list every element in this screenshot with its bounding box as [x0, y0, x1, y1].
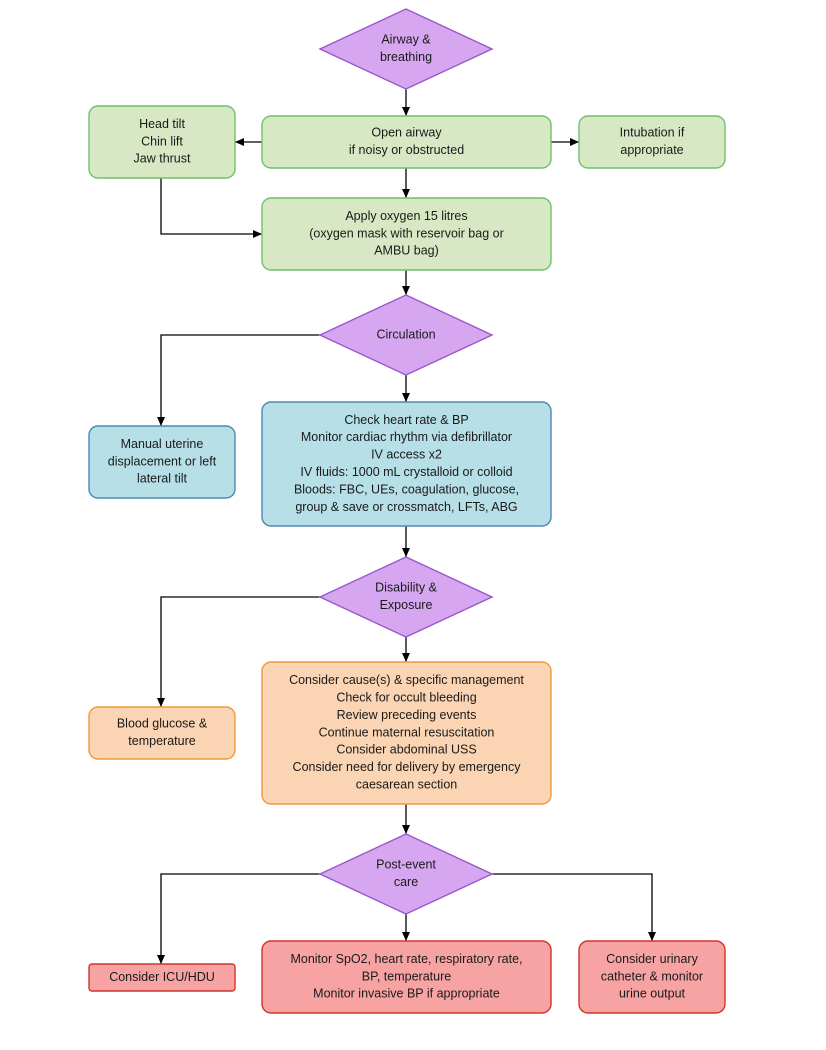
box-manual-uterine-shape: [88, 425, 236, 499]
box-monitor-spo2-text-line: BP, temperature: [362, 969, 451, 983]
arrow-disability-to-blood-glucose: [157, 596, 320, 707]
decision-disability-exposure-text-line: Disability &: [375, 581, 437, 595]
decision-post-event-care-text-line: care: [394, 875, 418, 889]
box-open-airway: Open airway if noisy or obstructed: [261, 115, 552, 169]
decision-disability-exposure-text-line: Exposure: [380, 598, 433, 612]
box-intubation-shape: [578, 115, 726, 169]
decision-airway-breathing: Airway & breathing: [318, 8, 494, 90]
decision-disability-exposure: Disability & Exposure: [318, 556, 494, 638]
box-head-tilt-text-line: Chin lift: [141, 134, 183, 148]
box-apply-oxygen-text-line: AMBU bag): [374, 244, 439, 258]
box-check-heart-rate-text-line: IV fluids: 1000 mL crystalloid or colloi…: [300, 465, 512, 479]
box-check-heart-rate-shape: [261, 401, 552, 527]
box-apply-oxygen-text-line: (oxygen mask with reservoir bag or: [309, 226, 504, 240]
box-consider-cause-text-line: Continue maternal resuscitation: [319, 725, 495, 739]
box-open-airway-shape: [261, 115, 552, 169]
box-check-heart-rate-text-line: group & save or crossmatch, LFTs, ABG: [295, 500, 517, 514]
decision-circulation: Circulation: [318, 294, 494, 376]
decision-post-event-care-text-line: Post-event: [376, 858, 436, 872]
box-manual-uterine-text-line: lateral tilt: [137, 472, 188, 486]
box-urinary-catheter-text-line: urine output: [619, 987, 686, 1001]
box-consider-icu-text-line: Consider ICU/HDU: [109, 970, 215, 984]
decision-post-event-care-shape: [318, 833, 494, 915]
box-open-airway-text-line: if noisy or obstructed: [349, 143, 464, 157]
box-monitor-spo2: Monitor SpO2, heart rate, respiratory ra…: [261, 940, 552, 1014]
box-consider-cause-text-line: Consider cause(s) & specific management: [289, 673, 524, 687]
box-head-tilt-text-line: Head tilt: [139, 117, 185, 131]
box-head-tilt-text-line: Jaw thrust: [134, 152, 191, 166]
box-intubation: Intubation if appropriate: [578, 115, 726, 169]
box-monitor-spo2-text-line: Monitor SpO2, heart rate, respiratory ra…: [290, 952, 522, 966]
box-intubation-text-line: Intubation if: [620, 126, 685, 140]
box-blood-glucose-text-line: Blood glucose &: [117, 717, 208, 731]
box-blood-glucose: Blood glucose & temperature: [88, 706, 236, 760]
arrow-head-tilt-to-oxygen: [160, 178, 262, 238]
box-urinary-catheter-shape: [578, 940, 726, 1014]
box-urinary-catheter-text-line: Consider urinary: [606, 952, 698, 966]
decision-post-event-care: Post-event care: [318, 833, 494, 915]
box-consider-cause-text-line: caesarean section: [356, 777, 458, 791]
decision-circulation-shape: [318, 294, 494, 376]
box-check-heart-rate-text-line: Check heart rate & BP: [344, 413, 468, 427]
box-check-heart-rate: Check heart rate & BP Monitor cardiac rhy…: [261, 401, 552, 527]
decision-disability-exposure-shape: [318, 556, 494, 638]
arrow-circulation-to-manual-uterine: [157, 334, 320, 426]
box-intubation-text-line: appropriate: [620, 143, 683, 157]
decision-airway-breathing-text-line: breathing: [380, 50, 432, 64]
box-consider-cause: Consider cause(s) & specific managementC…: [261, 661, 552, 805]
box-head-tilt-shape: [88, 105, 236, 179]
arrow-post-event-to-icu: [157, 873, 320, 964]
box-apply-oxygen-text-line: Apply oxygen 15 litres: [345, 209, 467, 223]
decision-airway-breathing-shape: [318, 8, 494, 90]
box-check-heart-rate-text-line: Bloods: FBC, UEs, coagulation, glucose,: [294, 482, 519, 496]
box-apply-oxygen-shape: [261, 197, 552, 271]
box-manual-uterine-text-line: Manual uterine: [121, 437, 204, 451]
box-consider-icu-shape: [88, 963, 236, 992]
box-consider-icu: Consider ICU/HDU: [88, 963, 236, 992]
arrow-post-event-to-urinary: [492, 873, 656, 941]
box-blood-glucose-text-line: temperature: [128, 734, 195, 748]
box-consider-cause-text-line: Review preceding events: [337, 708, 477, 722]
box-urinary-catheter-text-line: catheter & monitor: [601, 969, 703, 983]
box-urinary-catheter: Consider urinary catheter & monitor urine …: [578, 940, 726, 1014]
box-monitor-spo2-shape: [261, 940, 552, 1014]
box-open-airway-text-line: Open airway: [371, 126, 442, 140]
box-manual-uterine: Manual uterine displacement or left latera…: [88, 425, 236, 499]
box-consider-cause-text-line: Check for occult bleeding: [336, 690, 476, 704]
box-check-heart-rate-text-line: Monitor cardiac rhythm via defibrillator: [301, 430, 512, 444]
decision-circulation-text-line: Circulation: [376, 327, 435, 341]
box-consider-cause-text-line: Consider abdominal USS: [336, 743, 476, 757]
box-blood-glucose-shape: [88, 706, 236, 760]
box-apply-oxygen: Apply oxygen 15 litres (oxygen mask with …: [261, 197, 552, 271]
box-manual-uterine-text-line: displacement or left: [108, 454, 217, 468]
box-monitor-spo2-text-line: Monitor invasive BP if appropriate: [313, 987, 500, 1001]
connectors: [157, 89, 656, 964]
decision-airway-breathing-text-line: Airway &: [381, 33, 431, 47]
box-check-heart-rate-text-line: IV access x2: [371, 448, 442, 462]
box-consider-cause-text-line: Consider need for delivery by emergency: [293, 760, 522, 774]
box-consider-cause-shape: [261, 661, 552, 805]
